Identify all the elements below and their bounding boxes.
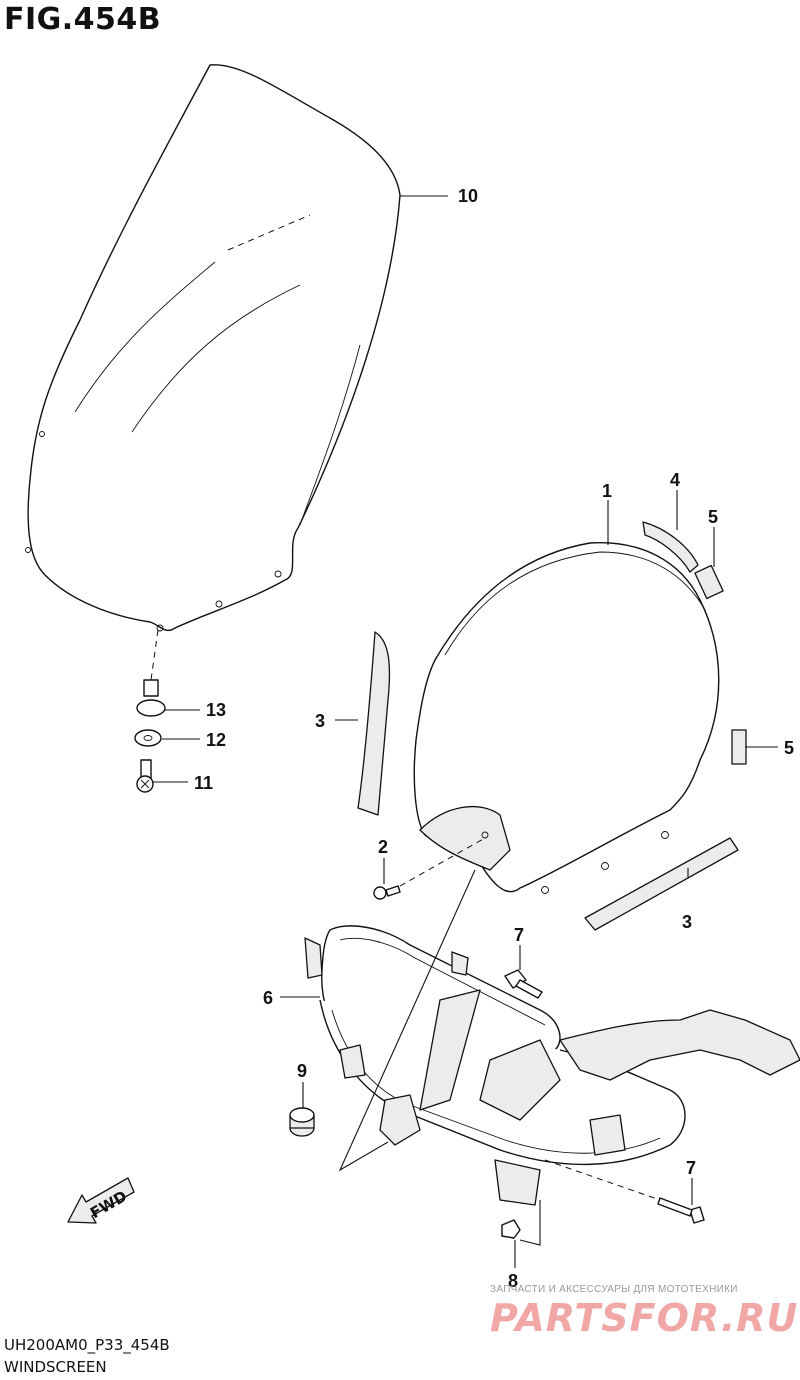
callout-3-bottom: 3 (682, 912, 692, 932)
callout-10: 10 (458, 186, 478, 206)
trim-strip-left-part-3[interactable] (357, 631, 391, 816)
strip-part-4[interactable] (642, 521, 699, 573)
figure-name: WINDSCREEN (4, 1358, 107, 1376)
callout-4: 4 (670, 470, 680, 490)
screw-part-2[interactable] (373, 885, 401, 900)
figure-code: UH200AM0_P33_454B (4, 1336, 170, 1354)
pad-part-5-top[interactable] (694, 564, 724, 600)
leader-lines (153, 195, 778, 1268)
trim-strip-bottom-part-3[interactable] (584, 837, 739, 931)
nut-part-8[interactable] (501, 1219, 521, 1239)
callout-5-right: 5 (784, 738, 794, 758)
fwd-direction-arrow: FWD (67, 1177, 135, 1224)
callout-11: 11 (194, 773, 213, 793)
callout-3-left: 3 (315, 711, 325, 731)
pad-part-5-right[interactable] (731, 729, 747, 765)
well-nut-part-13[interactable] (136, 679, 166, 717)
watermark-brand: PARTSFOR.RU (490, 1296, 799, 1340)
callout-5-top: 5 (708, 507, 718, 527)
callout-2: 2 (378, 837, 388, 857)
inner-panel-part-1[interactable] (413, 542, 720, 894)
bolt-part-7-upper[interactable] (504, 969, 543, 999)
watermark-tagline: ЗАПЧАСТИ И АКСЕССУАРЫ ДЛЯ МОТОТЕХНИКИ (490, 1284, 738, 1295)
callout-9: 9 (297, 1061, 307, 1081)
callout-12: 12 (206, 730, 226, 750)
callout-13: 13 (206, 700, 226, 720)
callout-1: 1 (602, 481, 612, 501)
bracket-frame-part-6[interactable] (304, 925, 800, 1206)
washer-part-12[interactable] (134, 729, 162, 747)
windscreen-part-10[interactable] (25, 64, 401, 632)
bolt-part-7-lower[interactable] (657, 1197, 705, 1224)
callout-7-lower: 7 (686, 1158, 696, 1178)
grommet-part-9[interactable] (289, 1107, 315, 1137)
callout-6: 6 (263, 988, 273, 1008)
callout-8: 8 (508, 1271, 518, 1291)
screw-part-11[interactable] (136, 759, 154, 793)
callout-7-upper: 7 (514, 925, 524, 945)
figure-title: FIG.454B (4, 2, 162, 37)
